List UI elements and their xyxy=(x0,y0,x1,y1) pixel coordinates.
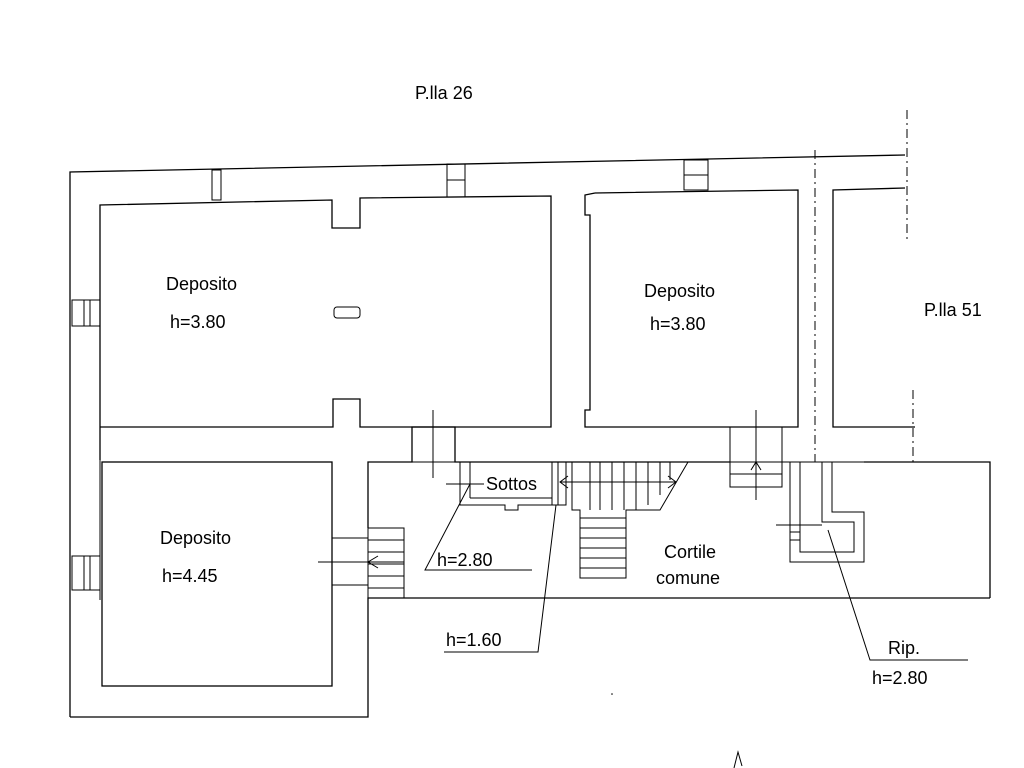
room-bottom-left xyxy=(101,461,404,687)
sottos-height: h=2.80 xyxy=(437,550,493,570)
room-top-left-height: h=3.80 xyxy=(170,312,226,332)
sottos-area xyxy=(446,462,559,511)
sottos-label: Sottos xyxy=(486,474,537,494)
outer-wall xyxy=(69,154,990,718)
room-bottom-left-height: h=4.45 xyxy=(162,566,218,586)
boundary-lines xyxy=(814,110,914,462)
central-staircase xyxy=(557,461,689,579)
ripostiglio xyxy=(776,462,865,563)
rip-label: Rip. xyxy=(888,638,920,658)
stair-height-label: h=1.60 xyxy=(446,630,502,650)
neighbor-right-label: P.lla 51 xyxy=(924,300,982,320)
top-wall-openings xyxy=(211,159,709,201)
room-top-left-name: Deposito xyxy=(166,274,237,294)
room-bottom-left-name: Deposito xyxy=(160,528,231,548)
room-top-middle xyxy=(584,189,799,428)
courtyard-label-line2: comune xyxy=(656,568,720,588)
vent-icon xyxy=(333,306,361,319)
steps-top-middle xyxy=(729,410,783,500)
rip-height: h=2.80 xyxy=(872,668,928,688)
room-top-middle-height: h=3.80 xyxy=(650,314,706,334)
courtyard-label-line1: Cortile xyxy=(664,542,716,562)
leader-lines xyxy=(424,483,968,661)
room-right xyxy=(832,187,915,428)
neighbor-top-label: P.lla 26 xyxy=(415,83,473,103)
passage-steps xyxy=(411,426,456,463)
room-top-middle-name: Deposito xyxy=(644,281,715,301)
entry-steps xyxy=(367,527,405,599)
left-wall-openings xyxy=(71,299,101,591)
stray-marks xyxy=(611,693,743,768)
room-top-left xyxy=(99,195,552,478)
